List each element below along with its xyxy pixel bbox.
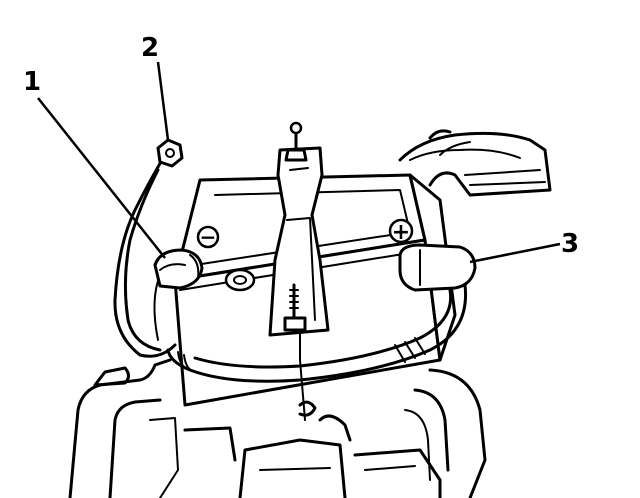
callout-label-1: 1 [23,67,41,97]
ground-bolt [156,138,184,168]
engine-bay-lower [68,358,487,498]
leader-lines [37,61,561,264]
positive-symbol: + [392,220,410,245]
vent-cap [224,268,256,292]
negative-symbol: − [200,225,217,249]
positive-cable [166,243,477,383]
negative-terminal-mark: − [196,225,220,249]
positive-terminal-mark: + [388,218,414,245]
leader-line-2 [156,61,170,141]
leader-line-1 [37,97,166,259]
leader-line-3 [469,242,561,264]
hold-down-bracket [268,121,330,421]
negative-cable-clamp [153,248,204,290]
callout-label-3: 3 [561,229,579,259]
inner-fender [398,129,552,197]
callout-label-2: 2 [141,33,159,63]
